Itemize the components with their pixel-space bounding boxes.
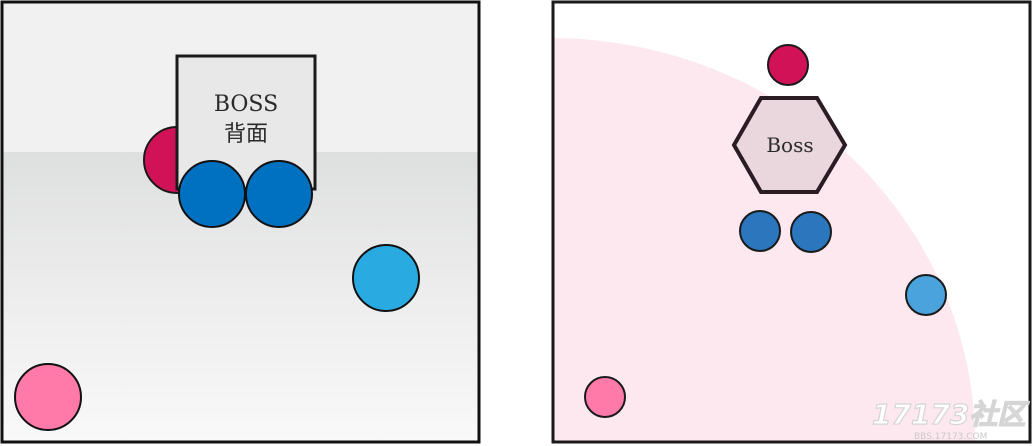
ranged-marker-right <box>905 274 947 316</box>
melee-dps-marker-right <box>767 44 809 86</box>
ranged-marker <box>352 244 420 312</box>
left-panel: BOSS 背面 <box>0 0 481 444</box>
tank-marker-2 <box>245 160 313 228</box>
watermark-url: BBS.17173.COM <box>914 432 987 442</box>
boss-label-line1: BOSS <box>214 92 278 117</box>
left-panel-border <box>0 0 481 444</box>
watermark: 17173社区 BBS.17173.COM <box>871 397 1031 442</box>
tank-marker-1 <box>178 160 246 228</box>
boss-label-right: Boss <box>766 133 813 157</box>
right-panel: Boss <box>551 0 1032 444</box>
tank-marker-right-2 <box>790 211 832 253</box>
tank-marker-right-1 <box>739 210 781 252</box>
right-panel-border <box>551 0 1032 444</box>
boss-hexagon <box>731 96 848 194</box>
watermark-logo: 17173社区 <box>872 398 1030 431</box>
healer-marker <box>14 363 82 431</box>
healer-marker-right <box>584 376 626 418</box>
boss-label-line2: 背面 <box>224 122 268 147</box>
